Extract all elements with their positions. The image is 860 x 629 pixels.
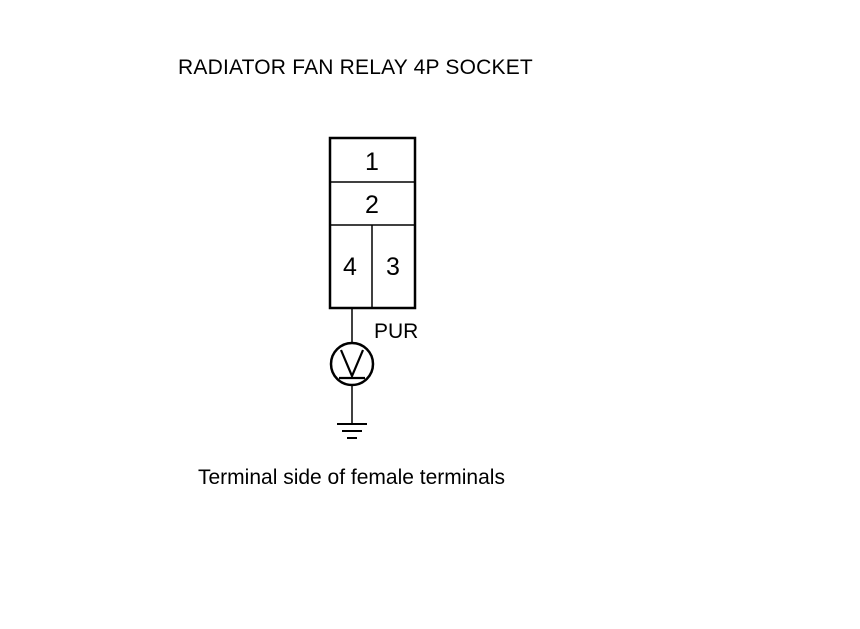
voltmeter-icon — [329, 341, 375, 387]
terminal-2-label: 2 — [365, 191, 379, 219]
terminal-1-label: 1 — [365, 148, 379, 176]
wire-color-label: PUR — [374, 320, 418, 343]
terminal-3-label: 3 — [386, 253, 400, 281]
terminal-4-label: 4 — [343, 253, 357, 281]
ground-icon — [337, 423, 367, 439]
connector-4p-socket: 1 2 4 3 — [328, 136, 417, 310]
diagram-caption: Terminal side of female terminals — [198, 466, 505, 489]
diagram-title: RADIATOR FAN RELAY 4P SOCKET — [178, 56, 533, 79]
